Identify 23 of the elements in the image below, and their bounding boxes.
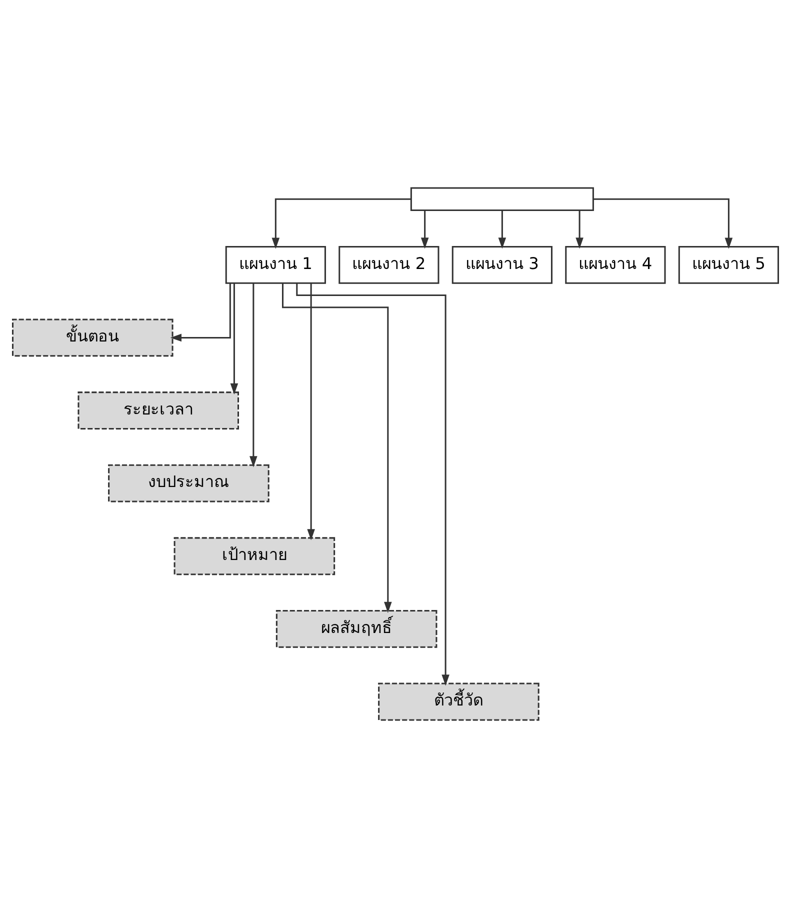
node-box: แผนงาน 3 <box>452 246 552 284</box>
node-box: แผนงาน 5 <box>678 246 780 284</box>
node-box: เป้าหมาย <box>174 537 336 576</box>
arrow <box>250 283 258 468</box>
arrow <box>272 198 412 249</box>
node-box: ระยะเวลา <box>78 392 240 430</box>
arrow <box>576 210 584 249</box>
arrow <box>170 283 231 342</box>
node-box: งบประมาณ <box>108 464 270 502</box>
arrow <box>296 283 450 686</box>
arrow <box>498 210 506 249</box>
node-box: ตัวชี้วัด <box>378 682 540 721</box>
node-box <box>410 187 594 212</box>
node-box: แผนงาน 2 <box>338 246 440 284</box>
node-box: ขั้นตอน <box>12 318 174 357</box>
arrow <box>282 283 392 614</box>
arrow <box>420 210 429 249</box>
node-box: แผนงาน 1 <box>225 246 326 284</box>
arrow <box>593 198 733 249</box>
node-box: ผลสัมฤทธิ์ <box>276 610 438 648</box>
arrow <box>307 283 315 540</box>
node-box: แผนงาน 4 <box>565 246 666 284</box>
arrow <box>230 283 238 395</box>
